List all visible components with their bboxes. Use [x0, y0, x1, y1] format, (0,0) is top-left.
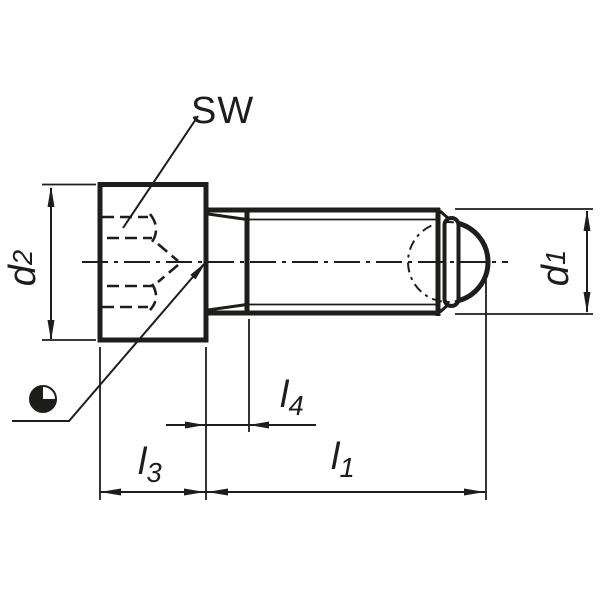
- arrow-l4-right: [249, 421, 269, 429]
- label-d2-base: d: [1, 265, 44, 287]
- leader-lines: [12, 115, 205, 422]
- arrow-d1-up: [583, 210, 591, 231]
- label-l3-base: l: [138, 441, 147, 483]
- ball-phantom-circle: [407, 221, 489, 303]
- thread-runout-bottom: [207, 303, 248, 312]
- arrow-l3-left: [100, 488, 121, 496]
- thin-lines: [42, 183, 593, 500]
- label-l1: l1: [331, 436, 355, 484]
- arrow-l4-left: [185, 421, 205, 429]
- label-l1-base: l: [331, 436, 340, 478]
- arrow-l3-right: [184, 488, 205, 496]
- label-l4-sub: 4: [288, 390, 304, 422]
- label-sw: SW: [191, 90, 255, 132]
- label-l3: l3: [138, 441, 162, 489]
- arrow-l1-right: [464, 488, 485, 496]
- label-d1-sub: 1: [540, 249, 571, 266]
- arrowheads: [47, 186, 591, 496]
- label-l3-sub: 3: [146, 457, 162, 489]
- quadrant-symbol-white-sector: [43, 386, 56, 399]
- socket-corner-top: [148, 213, 158, 243]
- label-l4: l4: [280, 374, 304, 422]
- label-l4-base: l: [280, 374, 289, 416]
- hex-socket-hidden-lines: [102, 213, 179, 311]
- quadrant-symbol: [29, 385, 57, 413]
- arrow-leader: [190, 262, 206, 280]
- arrow-d2-down: [47, 320, 55, 341]
- label-d2-sub: 2: [7, 249, 38, 266]
- thread-runout-top: [207, 212, 248, 221]
- quadrant-symbol-outline: [29, 385, 57, 413]
- arrow-l1-left: [207, 488, 228, 496]
- arrow-d2-up: [47, 186, 55, 207]
- socket-cone-bottom: [157, 264, 179, 283]
- label-d1-base: d: [534, 265, 577, 287]
- socket-corner-bottom: [149, 283, 158, 311]
- detail-lines: [207, 209, 450, 314]
- label-l1-sub: 1: [339, 452, 355, 484]
- socket-cone-top: [157, 243, 179, 262]
- leader-sw: [122, 115, 199, 229]
- arrow-d1-down: [583, 292, 591, 313]
- leader-symbol: [12, 263, 205, 422]
